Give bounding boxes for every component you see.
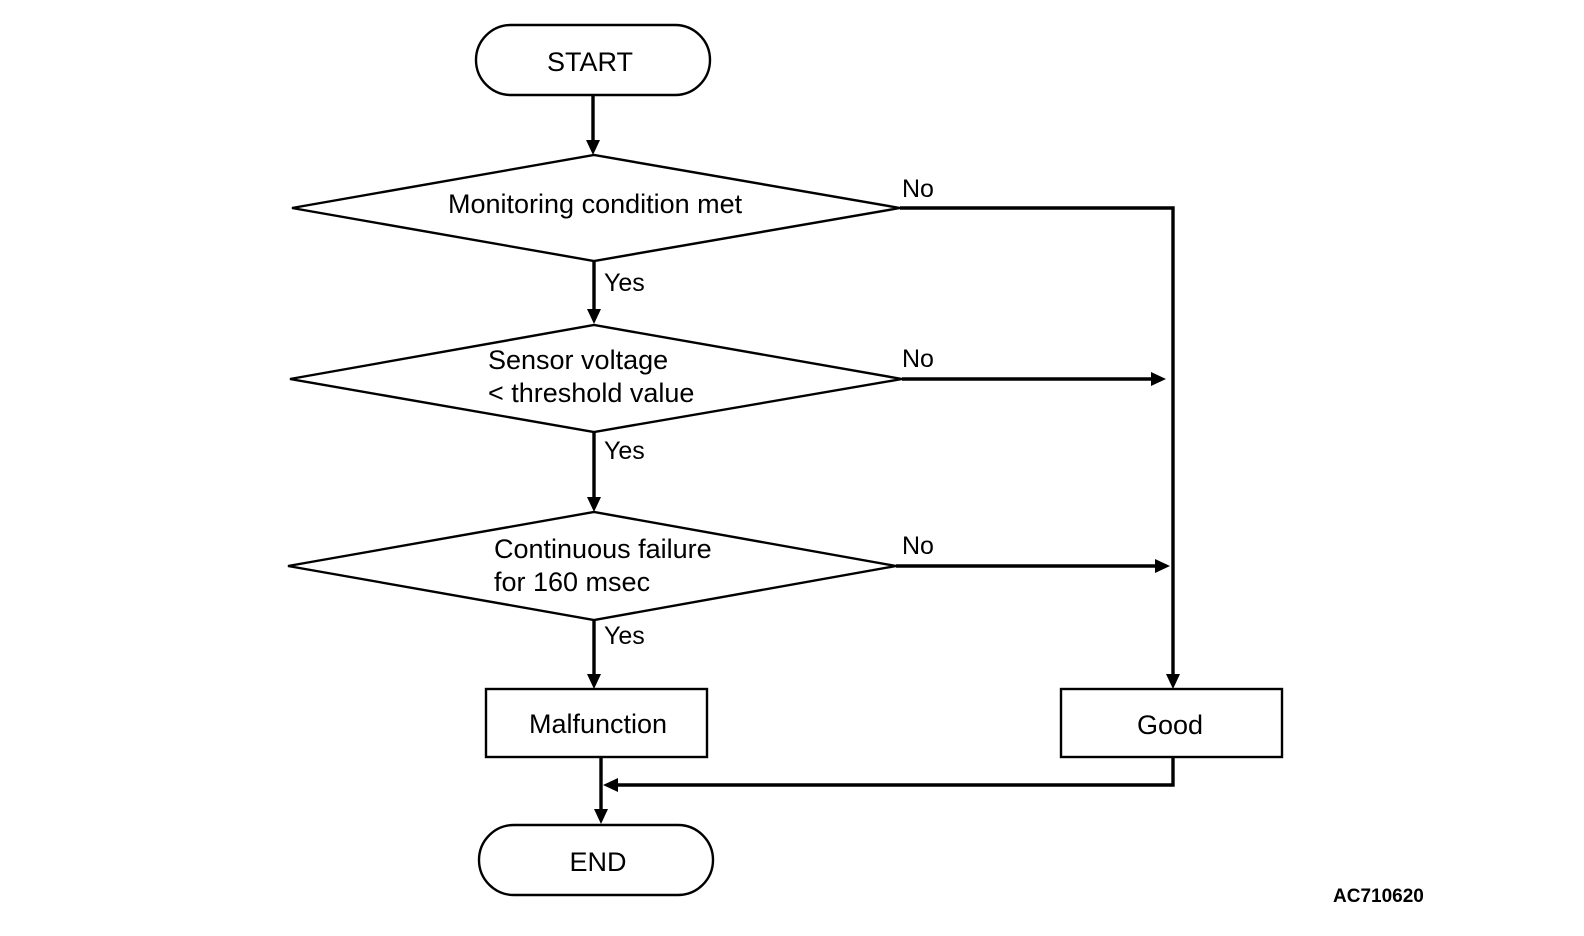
arrowhead [603,778,618,792]
decision-3-yes-label: Yes [604,622,645,650]
decision-1-no-label: No [902,175,934,203]
arrowhead [1166,674,1180,689]
decision-3-no-label: No [902,532,934,560]
connector-decision-1-no-to-good [900,206,1175,675]
good-label: Good [1137,710,1203,740]
decision-2-text-line-1: Sensor voltage [488,345,668,375]
decision-1-text: Monitoring condition met [448,189,743,219]
arrowhead [586,140,600,155]
connector-good-to-end [617,757,1175,787]
decision-3-text-line-2: for 160 msec [494,567,650,597]
malfunction-shape [484,687,709,759]
arrowhead [594,809,608,824]
arrowhead [587,309,601,324]
arrowhead [1155,559,1170,573]
start-label: START [547,47,633,77]
end-label: END [569,847,626,877]
good-node: Good [1059,687,1284,759]
decision-2-yes-label: Yes [604,437,645,465]
malfunction-node: Malfunction [484,687,709,759]
decision-1-yes-label: Yes [604,269,645,297]
arrowhead [587,674,601,689]
decision-2-text-line-2: < threshold value [488,378,694,408]
end-node: END [477,823,715,897]
decision-3-shape [287,510,897,622]
reference-code: AC710620 [1333,886,1424,907]
decision-sensor-voltage: Sensor voltage < threshold value [289,323,903,434]
decision-3-text-line-1: Continuous failure [494,534,712,564]
malfunction-label: Malfunction [529,709,667,739]
arrowhead [587,497,601,512]
decision-monitoring-condition: Monitoring condition met [291,153,901,263]
decision-continuous-failure: Continuous failure for 160 msec [287,510,897,622]
end-shape [477,823,715,897]
decision-2-no-label: No [902,345,934,373]
arrowhead [1151,372,1166,386]
start-node: START [474,23,712,97]
